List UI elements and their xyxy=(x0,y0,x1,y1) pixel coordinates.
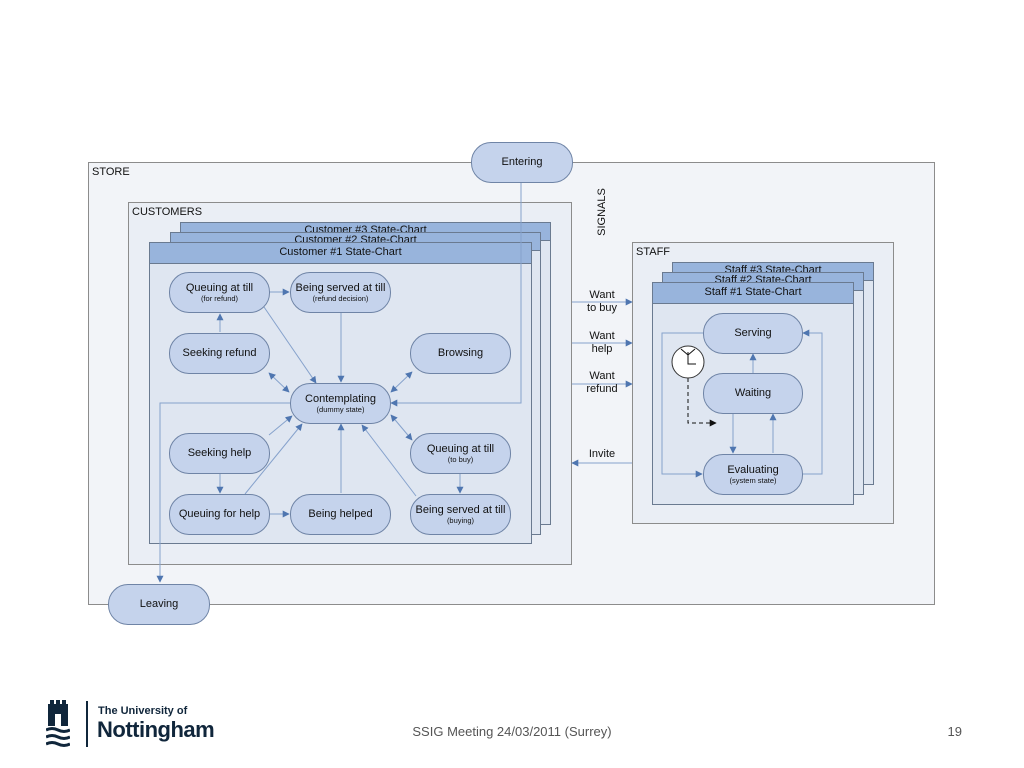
state-subtitle: (system state) xyxy=(729,475,777,485)
signal-line: Want xyxy=(589,370,615,382)
logo-university-of: The University of xyxy=(98,705,188,717)
signals-label: SIGNALS xyxy=(596,188,608,236)
state-title: Entering xyxy=(501,156,543,169)
serving-state: Serving xyxy=(703,313,803,354)
signal-line: Want xyxy=(589,289,615,301)
state-title: Queuing at till xyxy=(185,281,254,294)
signals-label-wrap: SIGNALS xyxy=(595,185,609,241)
state-subtitle: (dummy state) xyxy=(316,404,365,414)
queuing-help-state: Queuing for help xyxy=(169,494,270,535)
signal-line: Want xyxy=(589,330,615,342)
state-subtitle: (buying) xyxy=(446,515,475,525)
customers-label: CUSTOMERS xyxy=(132,206,203,218)
state-title: Queuing at till xyxy=(426,442,495,455)
state-title: Evaluating xyxy=(727,463,779,476)
contemplating-to-leaving-arrow xyxy=(156,402,290,583)
state-subtitle: (to buy) xyxy=(447,454,474,464)
signal-want-help: Want help xyxy=(577,330,627,356)
logo-divider xyxy=(86,701,88,747)
state-title: Queuing for help xyxy=(178,508,261,521)
state-title: Being served at till xyxy=(415,503,506,516)
signal-line: Invite xyxy=(588,448,616,460)
signal-line: to buy xyxy=(587,302,617,314)
seeking-help-state: Seeking help xyxy=(169,433,270,474)
footer-meeting: SSIG Meeting 24/03/2011 (Surrey) xyxy=(412,724,612,739)
state-title: Serving xyxy=(734,327,772,340)
state-subtitle: (refund decision) xyxy=(312,293,369,303)
signal-invite: Invite xyxy=(577,448,627,461)
signal-want-to-buy: Want to buy xyxy=(577,289,627,315)
state-title: Waiting xyxy=(734,387,772,400)
signal-line: help xyxy=(591,343,613,355)
evaluating-state: Evaluating (system state) xyxy=(703,454,803,495)
state-title: Seeking help xyxy=(187,447,252,460)
chart-header: Staff #1 State-Chart xyxy=(653,283,853,304)
state-title: Contemplating xyxy=(305,392,376,405)
page-number: 19 xyxy=(947,724,962,739)
queuing-refund-state: Queuing at till (for refund) xyxy=(169,272,270,313)
served-buy-state: Being served at till (buying) xyxy=(410,494,511,535)
state-title: Being helped xyxy=(308,508,373,521)
signal-line: refund xyxy=(586,383,618,395)
signal-want-refund: Want refund xyxy=(577,370,627,396)
served-refund-state: Being served at till (refund decision) xyxy=(290,272,391,313)
contemplating-state: Contemplating (dummy state) xyxy=(290,383,391,424)
university-crest-icon xyxy=(45,700,71,748)
state-title: Being served at till xyxy=(295,281,386,294)
state-title: Seeking refund xyxy=(182,347,257,360)
staff-label: STAFF xyxy=(636,246,671,258)
state-title: Browsing xyxy=(437,347,484,360)
state-subtitle: (for refund) xyxy=(200,293,239,303)
store-label: STORE xyxy=(92,166,130,178)
state-title: Leaving xyxy=(139,598,179,611)
browsing-state: Browsing xyxy=(410,333,511,374)
chart-header: Customer #1 State-Chart xyxy=(150,243,531,264)
entering-to-contemplating-arrow xyxy=(390,182,522,407)
being-helped-state: Being helped xyxy=(290,494,391,535)
queuing-buy-state: Queuing at till (to buy) xyxy=(410,433,511,474)
leaving-state: Leaving xyxy=(108,584,210,625)
logo-nottingham: Nottingham xyxy=(97,717,215,742)
waiting-state: Waiting xyxy=(703,373,803,414)
seeking-refund-state: Seeking refund xyxy=(169,333,270,374)
entering-state: Entering xyxy=(471,142,573,183)
